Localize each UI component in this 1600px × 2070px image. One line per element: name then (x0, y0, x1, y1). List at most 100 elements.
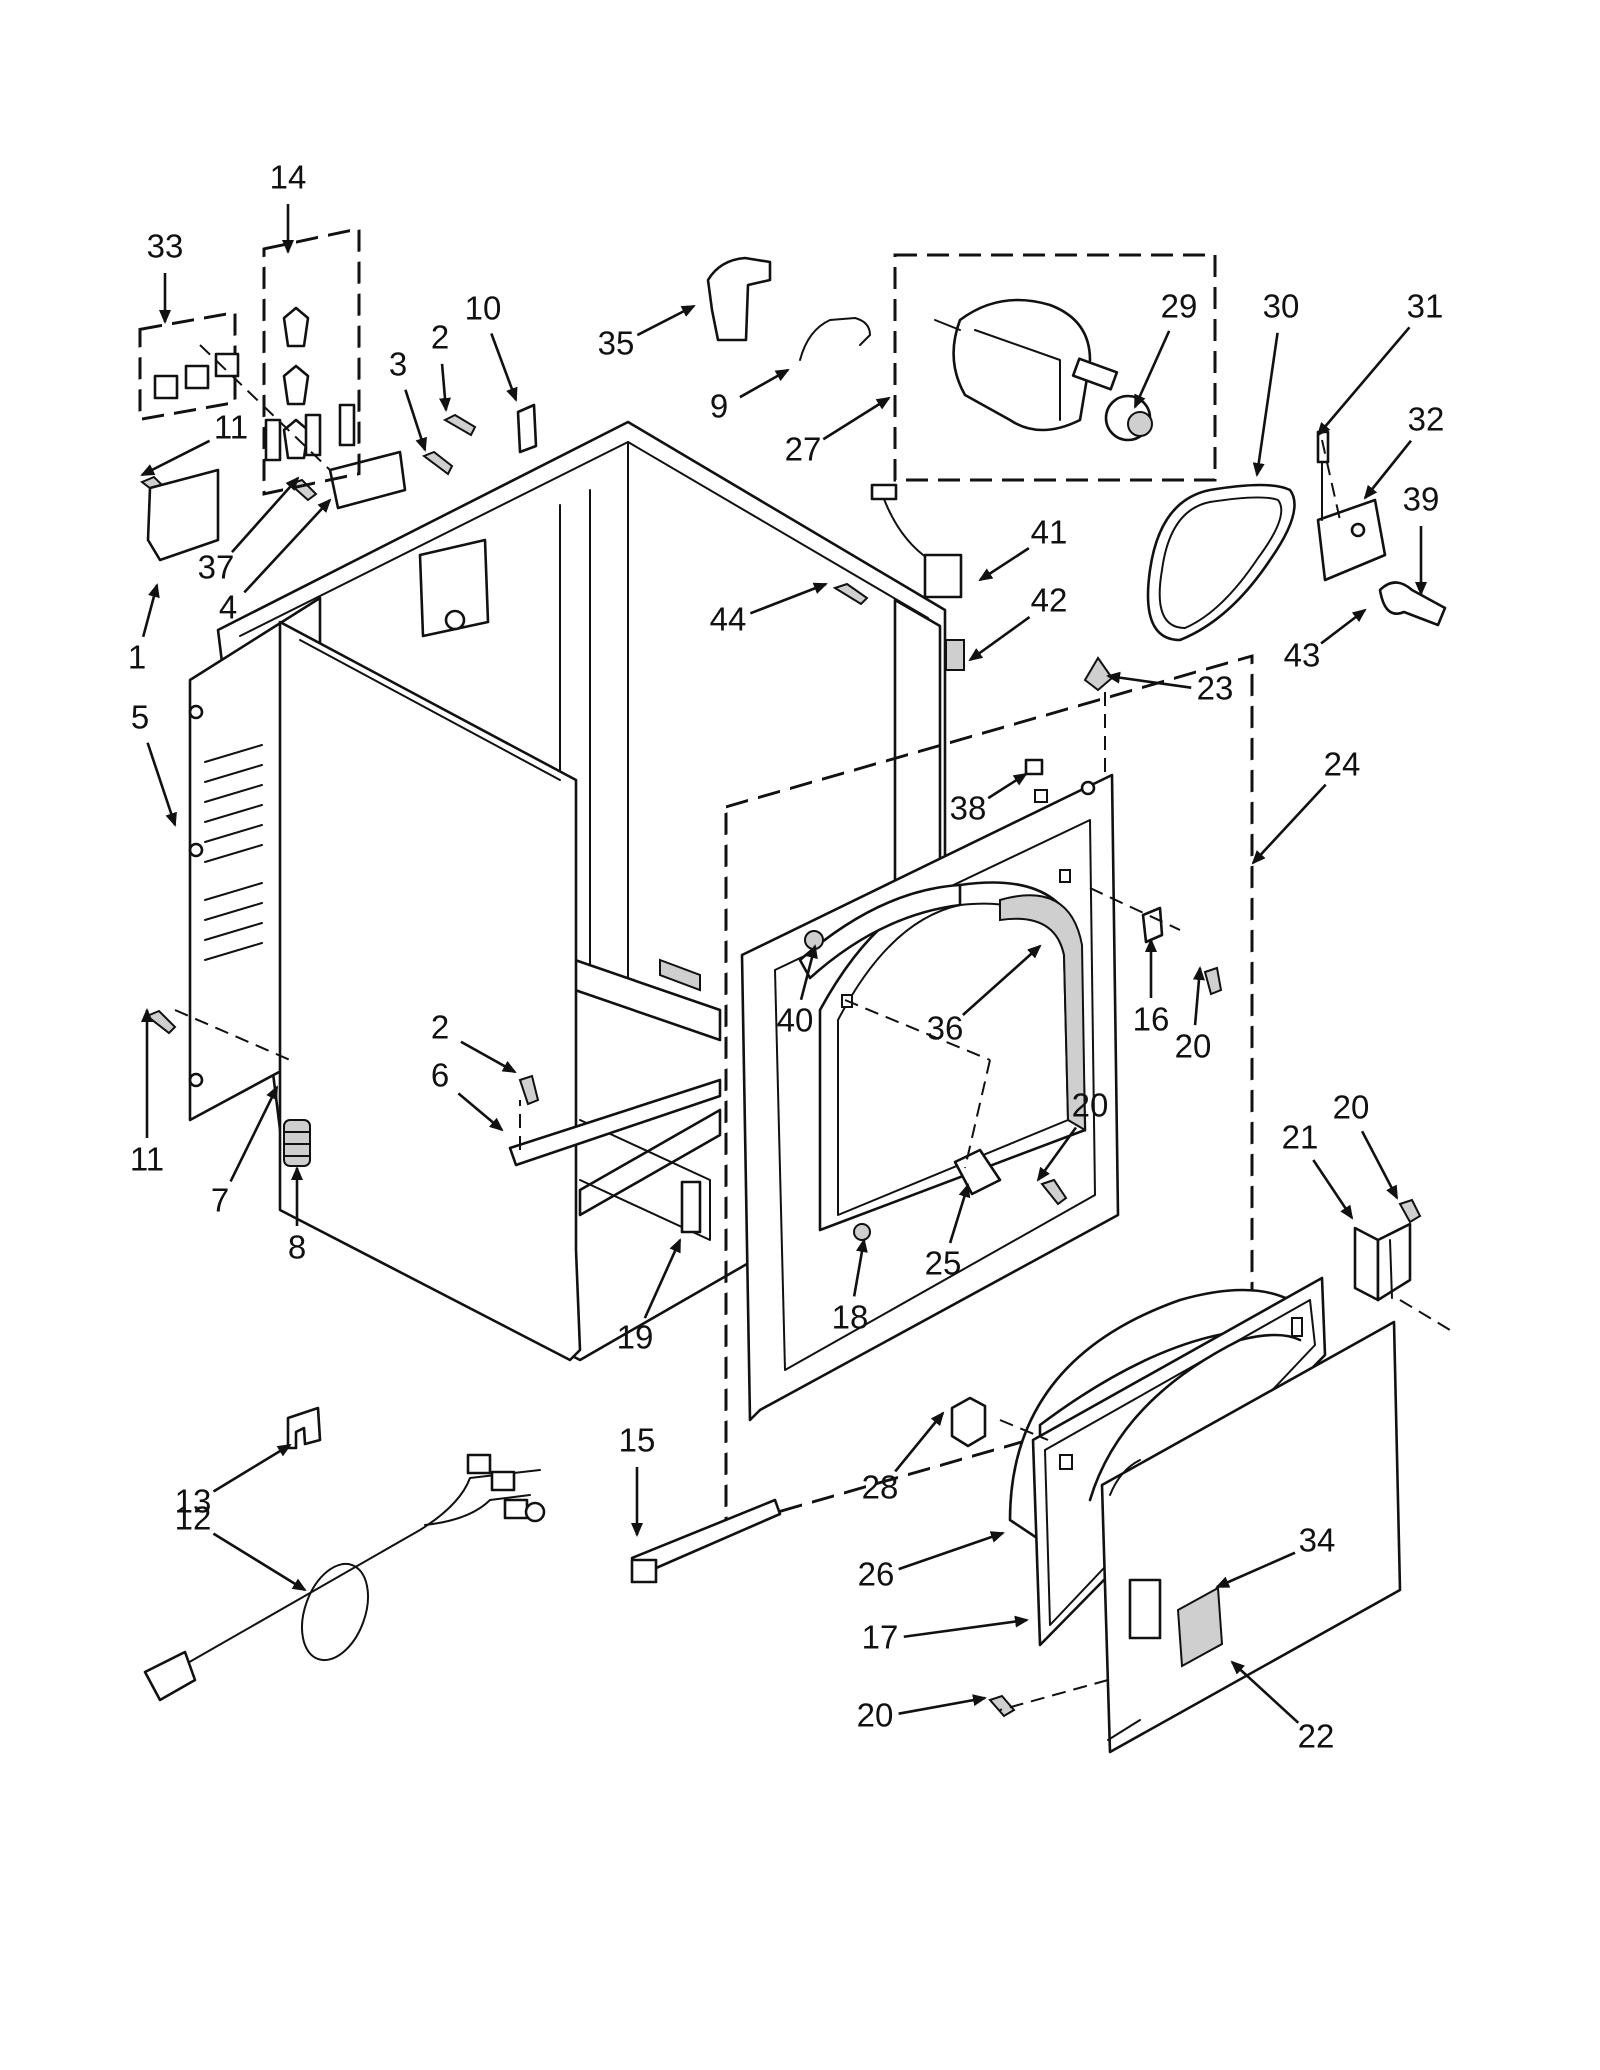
callout-leader-44 (749, 582, 828, 615)
bracket-35 (706, 256, 772, 342)
callout-leader-23 (1106, 671, 1192, 689)
callout-label-40: 40 (777, 1002, 814, 1039)
callout-leader-31 (1316, 326, 1411, 437)
callout-label-11: 11 (130, 1141, 164, 1178)
callout-label-37: 37 (198, 549, 235, 586)
terminal-block (328, 450, 407, 510)
callout-leader-9 (739, 368, 790, 399)
callout-leader-25 (948, 1183, 971, 1244)
clamp-9 (799, 317, 871, 361)
terminal-plate (146, 468, 220, 562)
callout-label-20: 20 (1333, 1089, 1370, 1126)
callout-label-41: 41 (1031, 514, 1068, 551)
callout-leader-5 (146, 742, 177, 827)
callout-leader-6 (457, 1092, 504, 1132)
callout-label-6: 6 (431, 1057, 449, 1094)
door-strike (950, 1396, 987, 1448)
callout-label-2: 2 (431, 319, 449, 356)
cabinet (188, 420, 947, 1362)
callout-label-38: 38 (950, 790, 987, 827)
callout-leader-30 (1252, 332, 1279, 477)
callout-leader-27 (822, 396, 891, 441)
callout-label-35: 35 (598, 325, 635, 362)
callout-label-19: 19 (617, 1319, 654, 1356)
callout-leader-7 (229, 1085, 279, 1183)
power-cord (143, 1453, 546, 1702)
motor-group-dashed-box (893, 253, 1217, 482)
callout-label-43: 43 (1284, 637, 1321, 674)
clip-38 (1024, 758, 1044, 776)
callout-leader-34 (1215, 1551, 1296, 1589)
front-panel-dashed-group (724, 654, 1254, 1529)
callout-label-36: 36 (927, 1010, 964, 1047)
drive-belt (1146, 483, 1296, 642)
callout-label-42: 42 (1031, 582, 1068, 619)
callout-label-21: 21 (1282, 1119, 1319, 1156)
callout-leader-20 (1036, 1126, 1078, 1182)
callout-label-11: 11 (214, 409, 248, 446)
callout-label-20: 20 (1175, 1028, 1212, 1065)
callout-label-20: 20 (1072, 1087, 1109, 1124)
thermal-fuse (516, 403, 538, 454)
callout-leader-21 (1312, 1159, 1354, 1220)
callout-label-32: 32 (1408, 401, 1445, 438)
callout-leader-11 (140, 439, 211, 477)
callout-label-9: 9 (710, 388, 728, 425)
plug-18 (853, 1223, 871, 1241)
callout-leader-1 (141, 583, 160, 638)
callout-label-25: 25 (925, 1245, 962, 1282)
callout-leader-19 (643, 1238, 682, 1319)
callout-label-44: 44 (710, 601, 747, 638)
callout-label-22: 22 (1298, 1718, 1335, 1755)
alignment-lines (174, 344, 1451, 1711)
callout-leader-17 (903, 1615, 1029, 1639)
callout-leader-20 (1360, 1130, 1399, 1200)
callout-leader-35 (636, 304, 696, 337)
callout-leader-43 (1320, 608, 1367, 645)
callout-label-12: 12 (175, 1500, 212, 1537)
callout-leader-36 (962, 944, 1042, 1016)
callout-label-39: 39 (1403, 481, 1440, 518)
leveling-leg (283, 1119, 311, 1167)
callout-leader-26 (898, 1531, 1005, 1571)
callout-leader-2 (460, 1040, 517, 1074)
callout-leader-22 (1230, 1660, 1300, 1724)
callout-label-17: 17 (862, 1619, 899, 1656)
callout-leader-29 (1133, 330, 1171, 409)
callout-label-18: 18 (832, 1299, 869, 1336)
callout-label-10: 10 (465, 290, 502, 327)
drive-motor (934, 298, 1153, 442)
callout-leader-2 (438, 363, 451, 412)
connectors (153, 352, 240, 400)
callout-leader-3 (404, 389, 427, 452)
callout-label-4: 4 (219, 589, 237, 626)
callout-leader-4 (243, 498, 332, 594)
callout-label-14: 14 (270, 159, 307, 196)
callout-leader-32 (1363, 439, 1412, 500)
idler-assembly (1316, 430, 1447, 627)
callout-label-30: 30 (1263, 288, 1300, 325)
callout-leader-40 (799, 944, 818, 1001)
callout-leader-10 (490, 333, 518, 402)
motor-switch-harness (870, 483, 965, 671)
lint-guide (1141, 906, 1164, 944)
callout-label-3: 3 (389, 346, 407, 383)
front-panel (740, 773, 1120, 1422)
callout-label-23: 23 (1197, 670, 1234, 707)
callout-label-34: 34 (1299, 1522, 1336, 1559)
cord-clip (286, 1406, 322, 1450)
callout-leader-24 (1251, 783, 1327, 865)
callout-label-26: 26 (858, 1556, 895, 1593)
callout-label-31: 31 (1407, 288, 1444, 325)
bracket-19 (680, 1180, 702, 1234)
cable-tie (630, 1498, 782, 1584)
callout-label-24: 24 (1324, 746, 1361, 783)
callout-leader-20 (1192, 966, 1205, 1026)
door-assembly (1008, 1276, 1402, 1754)
callout-label-7: 7 (211, 1182, 229, 1219)
callout-leader-41 (978, 547, 1030, 582)
callout-label-16: 16 (1133, 1001, 1170, 1038)
callout-leader-13 (212, 1443, 292, 1493)
